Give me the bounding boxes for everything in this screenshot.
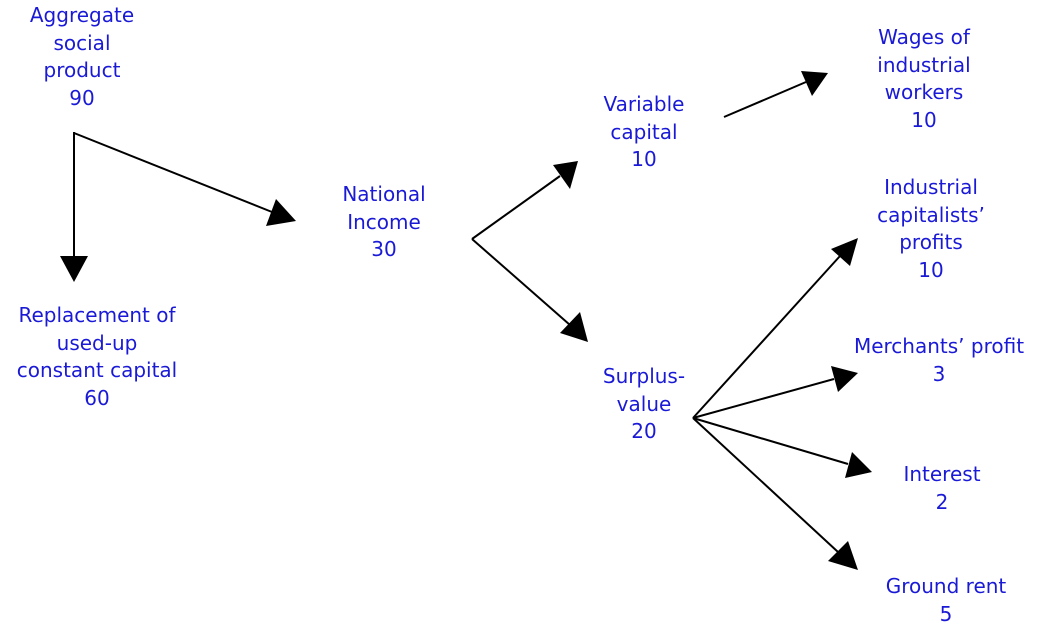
node-label-line: used-up (56, 330, 138, 355)
node-variable-capital: Variable capital 10 (604, 91, 685, 174)
node-value: 60 (84, 385, 110, 410)
node-label-line: value (616, 391, 672, 416)
node-value: 10 (918, 257, 944, 282)
node-industrial-capitalists-profits: Industrial capitalists’ profits 10 (877, 174, 985, 284)
arrow-surplus-to-ground-rent (692, 417, 858, 570)
arrow-surplus-to-industrial-profits (692, 238, 858, 419)
node-label-line: capital (610, 119, 678, 144)
node-label-line: Wages of (878, 25, 970, 49)
arrow-variable-capital-to-wages (723, 71, 828, 118)
node-value: 2 (935, 489, 949, 514)
node-label-line: Income (347, 209, 421, 234)
node-label-line: product (43, 58, 121, 82)
arrow-national-income-to-surplus-value (471, 238, 588, 342)
arrow-aggregate-to-replacement (60, 132, 88, 282)
node-label-line: social (53, 30, 111, 55)
arrow-surplus-to-interest (692, 417, 872, 478)
node-label-line: workers (884, 80, 964, 104)
node-aggregate-social-product: Aggregate social product 90 (30, 2, 134, 112)
node-value: 90 (69, 85, 95, 110)
node-label-line: capitalists’ (877, 202, 985, 227)
node-value: 20 (631, 419, 657, 443)
node-interest: Interest 2 (903, 461, 980, 516)
node-label-line: Surplus- (602, 364, 686, 388)
node-value: 10 (911, 107, 937, 132)
node-label-line: constant capital (16, 358, 178, 382)
node-label-line: industrial (877, 52, 971, 77)
node-label-line: Replacement of (18, 303, 176, 327)
node-value: 5 (939, 601, 953, 626)
node-merchants-profit: Merchants’ profit 3 (854, 333, 1024, 388)
node-value: 3 (932, 361, 946, 386)
node-surplus-value: Surplus- value 20 (603, 363, 685, 446)
node-national-income: National Income 30 (342, 181, 425, 264)
node-value: 10 (631, 147, 657, 171)
node-label-line: Industrial (884, 175, 978, 199)
node-label-line: Variable (603, 92, 685, 116)
arrow-aggregate-to-national-income (73, 132, 296, 226)
node-value: 30 (371, 237, 397, 261)
node-replacement-constant-capital: Replacement of used-up constant capital … (17, 302, 177, 412)
node-label-line: Ground rent (885, 574, 1007, 598)
node-label-line: Aggregate (29, 3, 135, 27)
node-label-line: Merchants’ profit (853, 334, 1025, 358)
arrow-national-income-to-variable-capital (471, 161, 578, 240)
node-wages-industrial-workers: Wages of industrial workers 10 (877, 24, 970, 134)
node-label-line: National (342, 182, 426, 206)
node-label-line: profits (899, 230, 963, 254)
arrow-surplus-to-merchants-profit (692, 366, 858, 419)
node-label-line: Interest (903, 462, 981, 486)
node-ground-rent: Ground rent 5 (886, 573, 1007, 628)
